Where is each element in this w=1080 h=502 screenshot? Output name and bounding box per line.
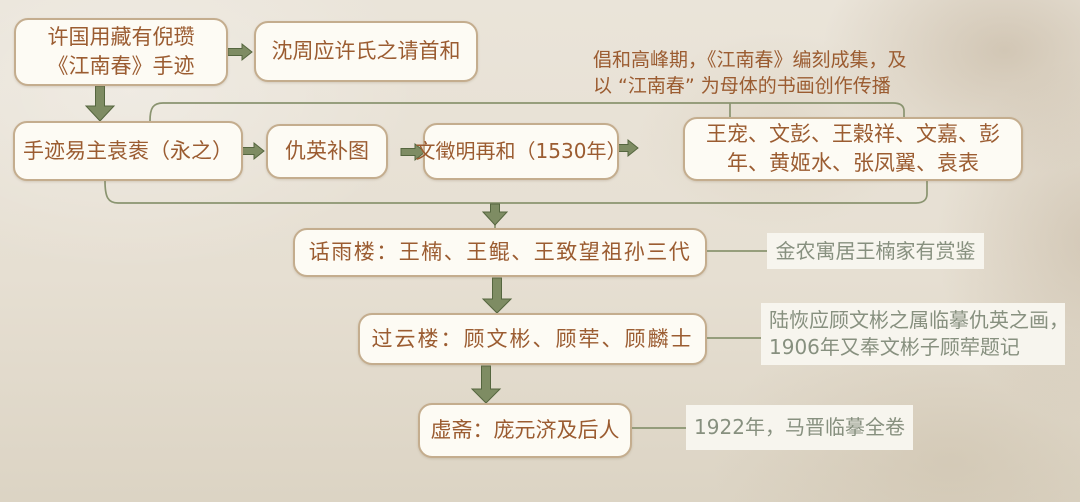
note-label: 金农寓居王楠家有赏鉴 <box>775 238 976 263</box>
down-arrow-icon-merge <box>481 203 509 226</box>
node-label: 沈周应许氏之请首和 <box>271 39 461 64</box>
node-label: 话雨楼：王楠、王鲲、王致望祖孙三代 <box>308 240 692 265</box>
node-xuzhai: 虚斋：庞元济及后人 <box>418 403 632 458</box>
node-label: 过云楼：顾文彬、顾荦、顾麟士 <box>371 326 694 351</box>
node-shen-zhou: 沈周应许氏之请首和 <box>254 21 478 82</box>
node-huayulou: 话雨楼：王楠、王鲲、王致望祖孙三代 <box>293 228 707 277</box>
node-guoyunlou: 过云楼：顾文彬、顾荦、顾麟士 <box>358 313 707 365</box>
caption-line: 以 “江南春” 为母体的书画创作传播 <box>593 74 891 97</box>
merge-connector <box>104 180 928 228</box>
node-label-line: 《江南春》手迹 <box>47 54 195 78</box>
caption-peak-period: 倡和高峰期，《江南春》编刻成集，及 以 “江南春” 为母体的书画创作传播 <box>593 48 907 99</box>
node-label: 文徵明再和（1530年） <box>415 138 627 163</box>
node-yuan-zhi: 手迹易主袁袠（永之） <box>13 121 243 181</box>
node-label: 虚斋：庞元济及后人 <box>430 418 620 443</box>
right-arrow-icon-2 <box>239 141 265 161</box>
note-line: 1906年又奉文彬子顾荦题记 <box>769 335 1020 359</box>
right-arrow-icon-1 <box>227 42 253 62</box>
note-line: 陆恢应顾文彬之属临摹仇英之画， <box>769 308 1069 332</box>
node-qiu-ying: 仇英补图 <box>266 124 388 179</box>
note-majin: 1922年，马晋临摹全卷 <box>686 405 913 450</box>
node-label-line: 王宠、文彭、王榖祥、文嘉、彭 <box>706 122 1000 147</box>
note-luhui: 陆恢应顾文彬之属临摹仇英之画， 1906年又奉文彬子顾荦题记 <box>761 303 1069 365</box>
node-label-line: 许国用藏有倪瓒 <box>47 25 195 50</box>
down-arrow-icon-2 <box>481 277 513 314</box>
node-label: 仇英补图 <box>285 139 369 164</box>
node-xu-guoyong: 许国用藏有倪瓒 《江南春》手迹 <box>14 18 228 86</box>
down-arrow-icon-1 <box>84 85 116 122</box>
caption-line: 倡和高峰期，《江南春》编刻成集，及 <box>593 49 907 71</box>
node-label: 手迹易主袁袠（永之） <box>23 138 233 163</box>
down-arrow-icon-3 <box>470 365 502 404</box>
node-label-line: 年、黄姬水、张凤翼、袁表 <box>727 151 979 175</box>
right-arrow-icon-3 <box>400 142 426 162</box>
note-label: 1922年，马晋临摹全卷 <box>694 415 905 439</box>
node-changhe-group: 王宠、文彭、王榖祥、文嘉、彭 年、黄姬水、张凤翼、袁表 <box>683 117 1023 181</box>
note-jinnong: 金农寓居王楠家有赏鉴 <box>767 233 984 269</box>
bracket-connector-top <box>149 102 905 122</box>
node-wen-zhengming: 文徵明再和（1530年） <box>416 123 626 180</box>
